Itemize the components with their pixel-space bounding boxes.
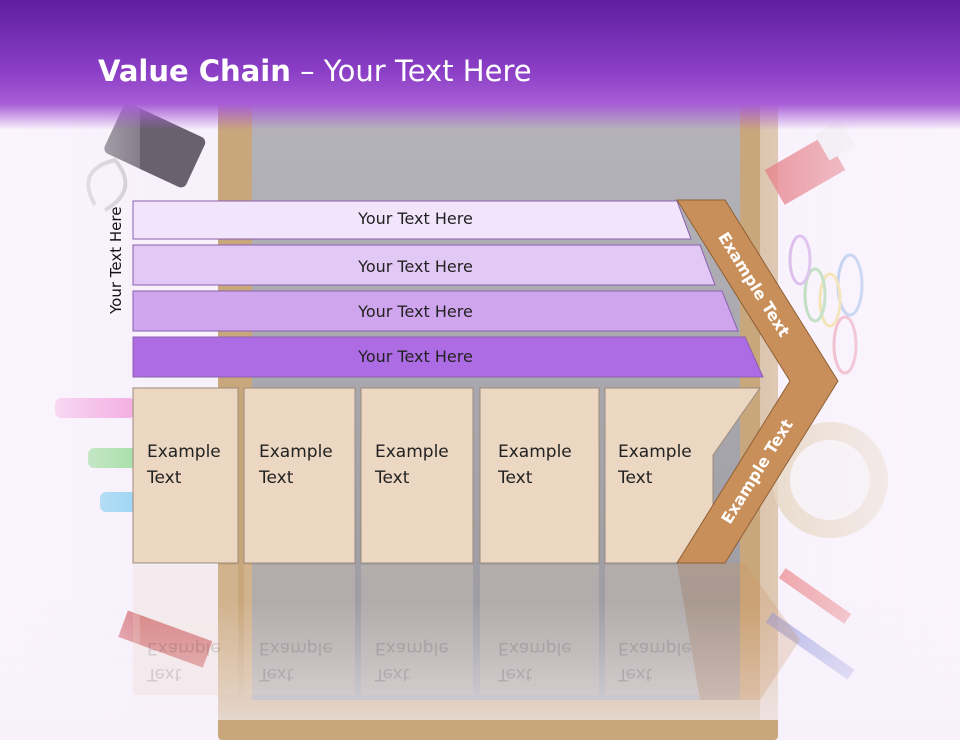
cell-shape-3 (360, 387, 474, 564)
cell-text-4-line2: Text (498, 468, 533, 488)
cell-shape-2 (243, 387, 356, 564)
reflected-cell-text-5-line2: Text (618, 664, 653, 684)
bar-shape-2 (132, 244, 716, 286)
reflected-cell-text-1-line2: Text (147, 664, 182, 684)
cell-text-2-line1: Example (259, 442, 333, 462)
bar-label-1: Your Text Here (358, 209, 473, 228)
cell-text-3-line2: Text (375, 468, 410, 488)
bar-label-2: Your Text Here (358, 257, 473, 276)
value-chain-diagram (132, 199, 839, 700)
background-fade-bottom (0, 600, 960, 720)
bar-shape-3 (132, 290, 739, 332)
reflected-cell-text-4-line2: Text (498, 664, 533, 684)
cell-text-3-line1: Example (375, 442, 449, 462)
reflected-cell-text-2-line2: Text (259, 664, 294, 684)
cell-text-1-line1: Example (147, 442, 221, 462)
cell-text-1-line2: Text (147, 468, 182, 488)
reflected-cell-text-4: Text Example (498, 635, 572, 687)
reflected-cell-text-2-line1: Example (259, 638, 333, 658)
cell-text-5-line1: Example (618, 442, 692, 462)
reflected-cell-text-5-line1: Example (618, 638, 692, 658)
page-title: Value Chain – Your Text Here (98, 54, 532, 88)
bar-label-3: Your Text Here (358, 302, 473, 321)
cell-text-2-line2: Text (259, 468, 294, 488)
header-band (0, 0, 960, 130)
reflected-cell-text-2: Text Example (259, 635, 333, 687)
title-bold: Value Chain (98, 54, 291, 88)
reflected-cell-text-3-line2: Text (375, 664, 410, 684)
side-label: Your Text Here (107, 206, 125, 314)
cell-text-4-line1: Example (498, 442, 572, 462)
chevron-shape (676, 199, 839, 564)
reflected-cell-text-4-line1: Example (498, 638, 572, 658)
reflected-cell-text-3: Text Example (375, 635, 449, 687)
reflected-cell-text-3-line1: Example (375, 638, 449, 658)
bar-shape-4 (132, 336, 764, 378)
reflected-cell-text-5: Text Example (618, 635, 692, 687)
diagram-reflection (133, 563, 800, 700)
cell-shape-1 (132, 387, 239, 564)
bar-shape-1 (132, 200, 692, 240)
reflected-cell-text-1-line1: Example (147, 638, 221, 658)
title-rest: – Your Text Here (290, 54, 532, 88)
bar-label-4: Your Text Here (358, 347, 473, 366)
cell-shape-4 (479, 387, 600, 564)
reflected-cell-text-1: Text Example (147, 635, 221, 687)
cell-text-5-line2: Text (618, 468, 653, 488)
